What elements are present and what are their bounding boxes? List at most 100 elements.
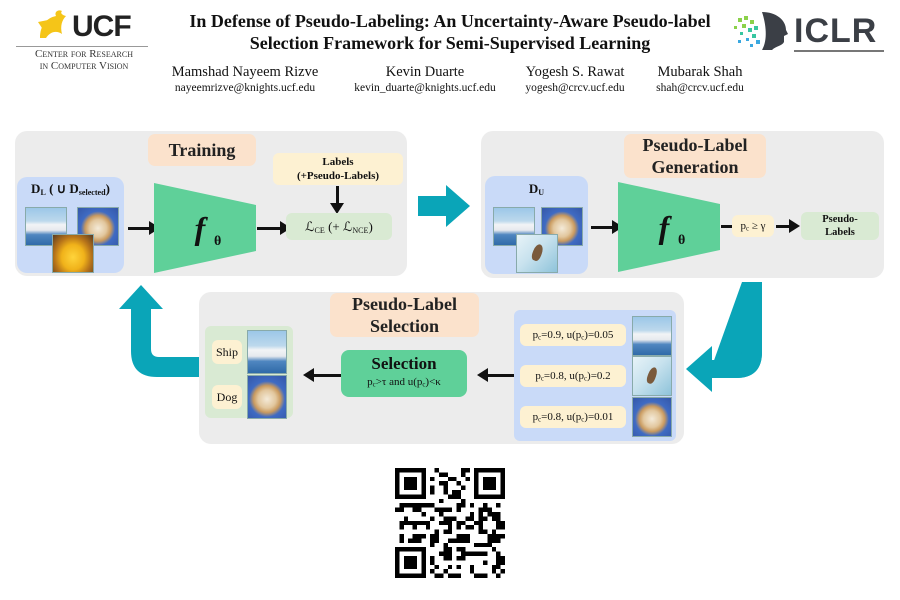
qr-module	[491, 538, 497, 543]
qr-module	[483, 573, 488, 578]
qr-module	[478, 507, 483, 512]
title-line-1: In Defense of Pseudo-Labeling: An Uncert…	[189, 11, 711, 31]
qr-module	[443, 481, 448, 486]
generation-title: Pseudo-Label Generation	[624, 134, 766, 178]
candidate-item: pc=0.8, u(pc)=0.2	[518, 356, 674, 396]
threshold-subscript: c	[746, 225, 750, 233]
qr-module	[496, 556, 501, 561]
qr-module	[456, 494, 461, 499]
criterion-subscript: c	[372, 381, 376, 389]
generation-title-line-2: Generation	[651, 157, 739, 177]
selected-pseudo-labels-box: Ship Dog	[205, 326, 293, 419]
generation-panel: Pseudo-Label Generation DU f θ pc ≥ γ Ps…	[481, 131, 884, 278]
qr-module	[430, 538, 435, 543]
qr-module	[439, 507, 444, 512]
qr-module	[430, 503, 435, 508]
ucf-wordmark: UCF	[72, 10, 132, 43]
qr-module	[474, 542, 479, 548]
qr-module	[500, 560, 505, 565]
qr-module	[417, 538, 422, 543]
labels-line-1: Labels	[322, 156, 354, 168]
candidate-list: pc=0.9, u(pc)=0.05 pc=0.8, u(pc)=0.2 pc=…	[514, 310, 676, 441]
qr-module	[417, 507, 422, 512]
qr-module	[417, 534, 422, 539]
iclr-logo: ICLR	[732, 10, 892, 52]
qr-module	[430, 534, 435, 539]
qr-module	[434, 564, 439, 570]
model-trapezoid: f θ	[154, 183, 256, 273]
criterion-subscript-2: c	[422, 381, 426, 389]
qr-module	[447, 494, 453, 499]
author-name: Kevin Duarte	[385, 64, 465, 80]
qr-module	[496, 520, 501, 526]
pseudo-labels-output-box: Pseudo- Labels	[801, 212, 879, 240]
qr-module	[461, 485, 466, 490]
qr-module	[474, 551, 479, 556]
dataset-close: )	[105, 181, 110, 196]
selection-criterion-box: Selection pc>τ and u(pc)<κ	[341, 350, 467, 397]
qr-module	[500, 520, 505, 526]
qr-module	[439, 472, 444, 477]
qr-module	[474, 520, 479, 526]
selection-panel: Pseudo-Label Selection Ship Dog Selectio…	[199, 292, 684, 444]
author-3: Yogesh S. Rawat yogesh@crcv.ucf.edu	[510, 63, 640, 96]
qr-module	[443, 507, 448, 512]
qr-module	[421, 512, 426, 517]
author-1: Mamshad Nayeem Rizve nayeemrizve@knights…	[150, 63, 340, 96]
author-email: kevin_duarte@knights.ucf.edu	[354, 82, 496, 94]
qr-module	[500, 556, 505, 561]
qr-module	[483, 560, 488, 565]
output-line-2: Labels	[825, 227, 855, 238]
qr-module	[408, 538, 413, 543]
qr-module	[443, 516, 448, 521]
qr-module	[443, 529, 448, 534]
dataset-symbol: D	[31, 181, 41, 196]
unlabeled-dataset-box: DU	[485, 176, 588, 274]
unlabeled-dataset-label: DU	[485, 181, 588, 197]
qr-code-icon[interactable]	[395, 468, 505, 578]
author-list: Mamshad Nayeem Rizve nayeemrizve@knights…	[150, 63, 760, 99]
qr-module	[456, 573, 461, 578]
qr-module	[425, 525, 431, 530]
loss-symbol: ℒ	[305, 219, 315, 234]
qr-module	[447, 573, 453, 578]
connector-line	[721, 225, 733, 228]
criterion-end: )<κ	[425, 376, 441, 388]
qr-module	[403, 476, 417, 490]
qr-module	[412, 525, 417, 530]
loss-extra: (+ ℒ	[324, 219, 353, 234]
qr-module	[478, 542, 483, 548]
qr-module	[487, 507, 492, 512]
qr-module	[491, 512, 497, 517]
qr-module	[430, 516, 435, 521]
author-name: Yogesh S. Rawat	[525, 64, 625, 80]
candidate-uncertainty: 0.01	[594, 411, 614, 423]
qr-module	[465, 468, 470, 473]
qr-module	[478, 520, 483, 526]
training-panel: Training DL ( ∪ Dselected) f θ Labels (+…	[15, 131, 407, 276]
ucf-pegasus-icon	[38, 10, 66, 38]
selection-title-line-1: Pseudo-Label	[351, 294, 457, 314]
candidate-item: pc=0.9, u(pc)=0.05	[518, 316, 674, 356]
qr-module	[456, 538, 461, 543]
qr-module	[496, 512, 501, 517]
qr-module	[461, 498, 466, 504]
qr-module	[447, 525, 453, 530]
qr-module	[399, 534, 404, 539]
qr-module	[430, 556, 435, 561]
loss-subscript: CE	[314, 226, 325, 235]
qr-module	[452, 490, 457, 495]
qr-module	[496, 564, 501, 570]
labeled-dataset-box: DL ( ∪ Dselected)	[17, 177, 124, 273]
qr-module	[447, 516, 453, 521]
qr-module	[452, 494, 457, 499]
qr-module	[403, 520, 409, 526]
labels-line-2: (+Pseudo-Labels)	[296, 170, 380, 182]
qr-module	[487, 542, 492, 548]
paper-title: In Defense of Pseudo-Labeling: An Uncert…	[160, 10, 740, 54]
qr-module	[447, 551, 453, 556]
qr-module	[496, 503, 501, 508]
model-subscript: θ	[214, 234, 221, 249]
qr-module	[496, 573, 501, 578]
qr-module	[461, 556, 466, 561]
